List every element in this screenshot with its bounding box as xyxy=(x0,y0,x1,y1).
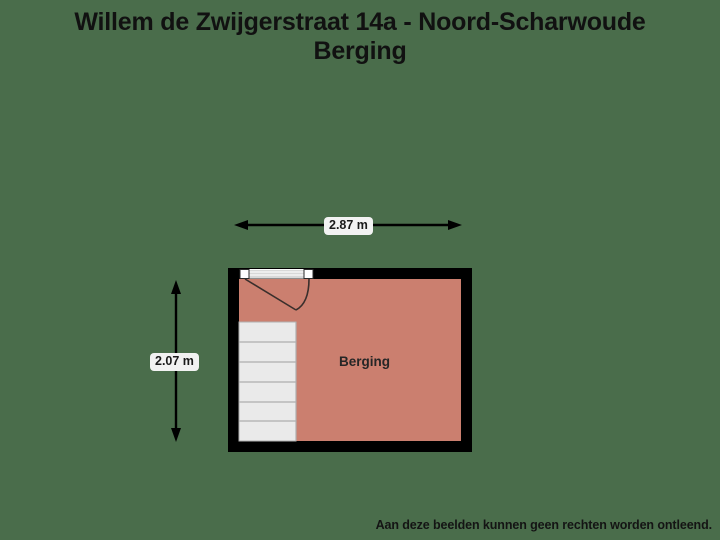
disclaimer-text: Aan deze beelden kunnen geen rechten wor… xyxy=(375,518,713,532)
dimension-label-height: 2.07 m xyxy=(150,353,199,371)
entry-door xyxy=(239,269,314,311)
title-line-address: Willem de Zwijgerstraat 14a - Noord-Scha… xyxy=(74,8,646,36)
room-label-berging: Berging xyxy=(339,354,391,369)
staircase xyxy=(238,321,297,442)
title-line-subtitle: Berging xyxy=(313,37,407,65)
page-title: Willem de Zwijgerstraat 14a - Noord-Scha… xyxy=(0,8,720,66)
dimension-label-width: 2.87 m xyxy=(324,217,373,235)
